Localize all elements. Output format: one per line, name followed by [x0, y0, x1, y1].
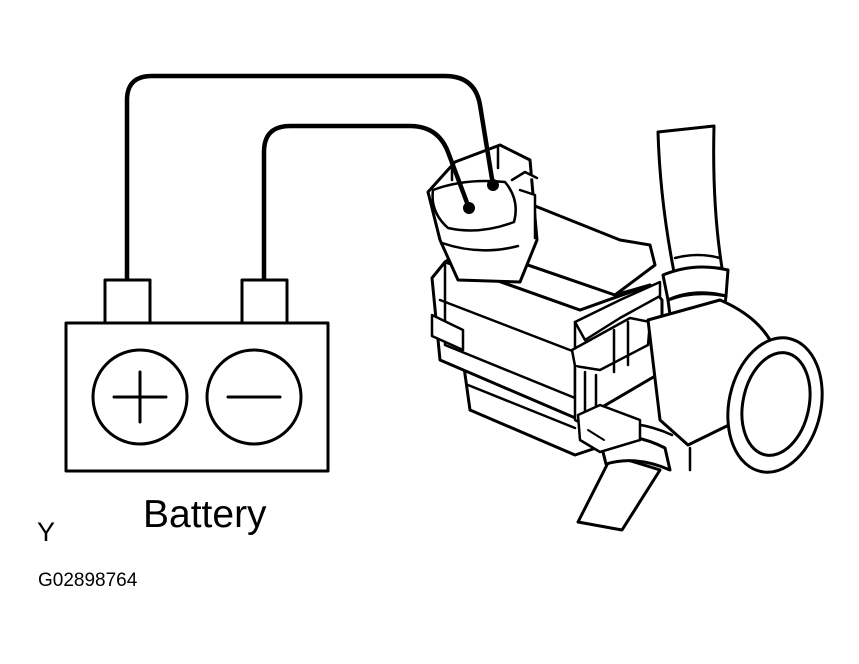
corner-mark: Y: [37, 517, 56, 547]
battery: [64, 278, 330, 473]
positive-battery-post: [103, 278, 152, 325]
negative-lead-wire: [261, 123, 472, 285]
pipe-outlet: [646, 298, 824, 474]
upper-vacuum-hose: [656, 124, 730, 317]
positive-lead-wire: [124, 73, 496, 285]
figure-code: G02898764: [38, 570, 138, 591]
negative-battery-post: [240, 278, 289, 325]
plus-sign: [112, 370, 168, 424]
battery-label: Battery: [143, 493, 267, 536]
